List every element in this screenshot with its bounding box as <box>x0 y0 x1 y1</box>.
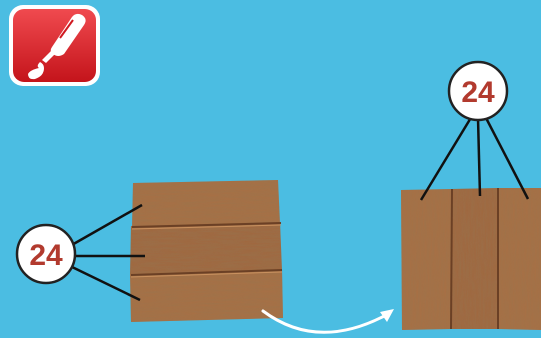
glue-bottle-icon <box>9 5 100 86</box>
wood-piece <box>498 188 541 330</box>
wood-piece <box>130 222 282 276</box>
wood-piece <box>401 189 452 330</box>
svg-text:24: 24 <box>461 76 495 109</box>
left-wood-pieces <box>130 180 283 322</box>
right-wood-pieces <box>401 188 541 330</box>
part-number-label-right: 24 <box>449 62 507 120</box>
svg-text:24: 24 <box>29 239 63 272</box>
wood-piece <box>132 180 280 228</box>
wood-piece <box>451 188 498 329</box>
part-number-label-left: 24 <box>17 225 75 283</box>
wood-piece <box>130 269 283 322</box>
right-leader-lines <box>421 116 528 200</box>
